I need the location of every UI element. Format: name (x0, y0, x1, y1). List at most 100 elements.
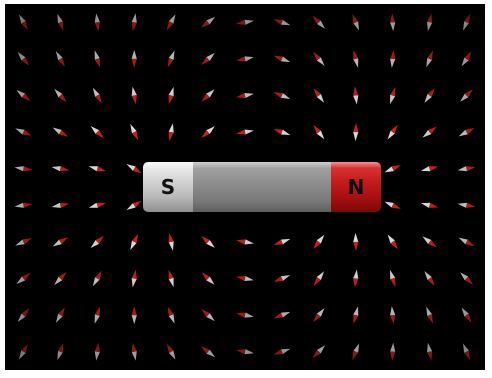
needle-north-half (95, 343, 100, 352)
compass-needle (93, 88, 102, 104)
compass-needle (54, 272, 66, 285)
compass-needle (273, 239, 290, 245)
compass-needle (421, 166, 438, 171)
needle-north-half (60, 166, 69, 171)
needle-south-half (245, 349, 254, 354)
compass-needle (273, 19, 290, 25)
compass-needle (167, 14, 176, 30)
needle-north-half (132, 22, 137, 31)
needle-north-half (132, 306, 137, 315)
compass-needle (130, 124, 138, 140)
needle-north-half (95, 306, 100, 315)
compass-needle (423, 127, 437, 138)
compass-needle (421, 203, 438, 208)
needle-north-half (429, 203, 438, 208)
needle-north-half (97, 166, 106, 171)
compass-needle (313, 235, 324, 249)
compass-needle (201, 126, 215, 138)
compass-needle (15, 203, 33, 208)
needle-south-half (427, 343, 432, 352)
compass-needle (201, 53, 214, 65)
compass-needle (353, 270, 358, 288)
compass-needle (52, 166, 70, 171)
compass-needle (313, 52, 324, 66)
compass-needle (463, 14, 470, 31)
compass-needle (16, 90, 30, 101)
compass-needle (390, 343, 395, 361)
compass-needle (423, 236, 437, 247)
compass-needle (459, 238, 475, 247)
compass-needle (95, 343, 100, 361)
compass-needle (19, 344, 28, 360)
bar-magnet[interactable]: S N (143, 162, 381, 212)
needle-south-half (169, 278, 174, 287)
needle-north-half (353, 123, 358, 132)
compass-needle (169, 233, 174, 251)
compass-needle (462, 308, 472, 323)
needle-north-half (427, 351, 432, 360)
needle-south-half (95, 314, 100, 323)
compass-needle (169, 270, 174, 287)
compass-needle (273, 349, 290, 355)
compass-needle (314, 88, 325, 103)
compass-needle (132, 50, 137, 68)
needle-north-half (429, 166, 438, 171)
needle-south-half (169, 241, 174, 250)
compass-needle (462, 51, 472, 66)
needle-north-half (236, 276, 245, 281)
needle-south-half (353, 306, 358, 315)
compass-needle (427, 343, 432, 361)
needle-north-half (132, 270, 137, 279)
needle-south-half (245, 313, 254, 318)
compass-needle (353, 306, 358, 323)
compass-needle (236, 56, 254, 61)
compass-needle (201, 236, 215, 248)
compass-needle (56, 307, 65, 323)
needle-south-half (421, 166, 430, 171)
needle-north-half (97, 203, 106, 208)
needle-north-half (353, 242, 358, 251)
compass-needle (16, 273, 30, 284)
needle-south-half (52, 203, 61, 208)
play-area[interactable]: S N (5, 4, 485, 370)
needle-north-half (390, 315, 395, 324)
compass-needle (52, 203, 70, 208)
needle-north-half (132, 95, 137, 104)
needle-north-half (353, 87, 358, 96)
compass-needle (314, 271, 325, 286)
compass-needle (95, 50, 100, 67)
needle-south-half (245, 56, 254, 61)
compass-needle (427, 13, 432, 31)
compass-needle (202, 89, 215, 102)
compass-needle (352, 343, 359, 360)
needle-north-half (236, 56, 245, 61)
needle-north-half (236, 20, 245, 25)
needle-north-half (236, 130, 245, 135)
needle-north-half (466, 203, 475, 208)
needle-south-half (353, 270, 358, 279)
compass-needle (201, 17, 215, 28)
compass-needle (384, 165, 400, 172)
compass-needle (390, 50, 395, 68)
needle-north-half (390, 278, 395, 287)
compass-needle (460, 89, 473, 101)
compass-needle (353, 87, 358, 105)
needle-south-half (458, 203, 467, 208)
compass-needle (127, 164, 142, 173)
south-pole-label: S (161, 175, 175, 199)
needle-south-half (89, 166, 98, 171)
compass-needle (236, 349, 254, 354)
compass-needle (53, 237, 68, 246)
needle-north-half (353, 314, 358, 323)
compass-needle (388, 125, 398, 140)
compass-needle (57, 343, 63, 360)
needle-south-half (132, 87, 137, 96)
compass-needle (169, 123, 174, 141)
needle-north-half (390, 352, 395, 361)
needle-south-half (132, 351, 137, 360)
compass-needle (236, 130, 254, 135)
needle-north-half (236, 349, 245, 354)
compass-needle (274, 312, 291, 319)
needle-north-half (132, 343, 137, 352)
needle-north-half (169, 233, 174, 242)
